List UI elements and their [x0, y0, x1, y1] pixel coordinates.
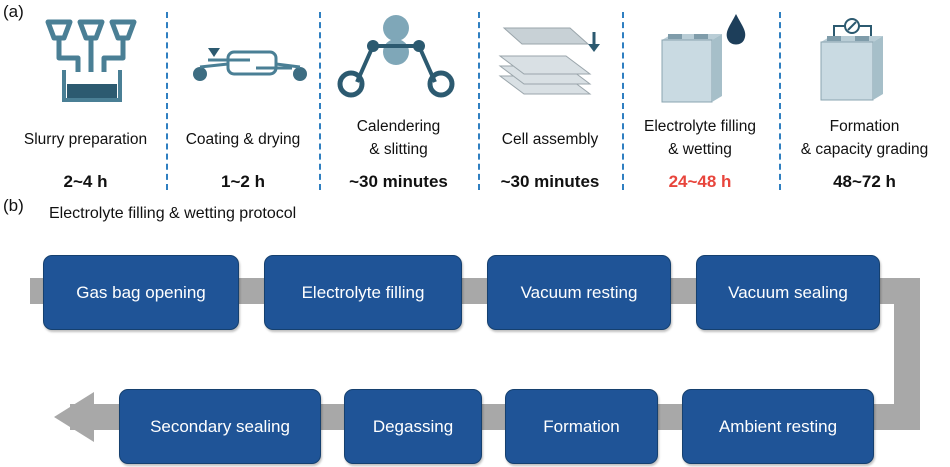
step-box-vacuum-resting: Vacuum resting — [487, 255, 671, 330]
step-name: Cell assembly — [501, 131, 599, 148]
slurry-hoppers-icon — [45, 19, 137, 102]
flow-arrow-head-icon — [54, 392, 94, 442]
step-box-degassing: Degassing — [344, 389, 482, 464]
step-name: Slurry preparation — [23, 131, 148, 148]
coating-roller-icon — [193, 48, 307, 81]
battery-gauge-icon — [820, 18, 883, 101]
step-name: & slitting — [369, 141, 428, 158]
dashed-separator — [319, 12, 321, 190]
step-duration: ~30 minutes — [500, 172, 600, 191]
panel-b-label: (b) — [3, 196, 24, 215]
step-duration: ~30 minutes — [349, 172, 448, 191]
step-box-secondary-sealing: Secondary sealing — [119, 389, 321, 464]
step-name: Coating & drying — [185, 131, 301, 148]
step-box-electrolyte-filling: Electrolyte filling — [264, 255, 462, 330]
panel-a-label: (a) — [3, 2, 24, 21]
step-box-formation: Formation — [505, 389, 658, 464]
dashed-separator — [779, 12, 781, 190]
dashed-separator — [622, 12, 624, 190]
step-name: & capacity grading — [800, 141, 929, 158]
step-duration: 24~48 h — [668, 172, 732, 191]
step-name: Formation — [829, 118, 900, 135]
step-name: & wetting — [668, 141, 732, 158]
battery-drop-icon — [661, 14, 746, 103]
protocol-title: Electrolyte filling & wetting protocol — [49, 205, 297, 222]
step-name: Electrolyte filling — [644, 118, 756, 135]
dashed-separator — [166, 12, 168, 190]
step-box-gas-bag-opening: Gas bag opening — [43, 255, 239, 330]
stacked-sheets-icon — [498, 27, 600, 95]
step-name: Calendering — [356, 118, 441, 135]
step-duration: 2~4 h — [63, 172, 108, 191]
step-duration: 1~2 h — [221, 172, 265, 191]
step-duration: 48~72 h — [833, 172, 896, 191]
step-box-ambient-resting: Ambient resting — [682, 389, 874, 464]
step-box-vacuum-sealing: Vacuum sealing — [696, 255, 880, 330]
dashed-separator — [478, 12, 480, 190]
calender-rollers-icon — [337, 15, 455, 98]
